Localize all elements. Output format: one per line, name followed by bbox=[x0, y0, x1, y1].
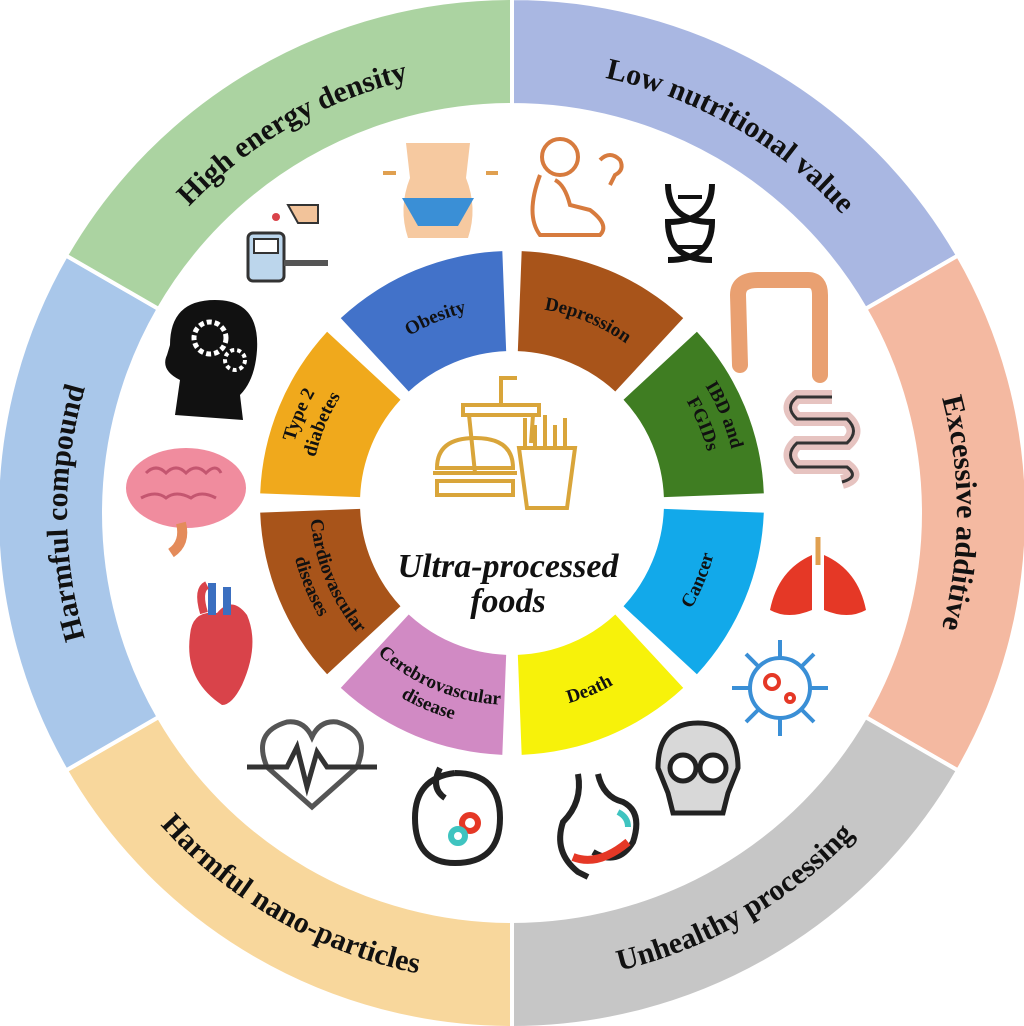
inner-segment-6 bbox=[260, 508, 401, 675]
inner-segment-5 bbox=[340, 614, 507, 755]
inner-segment-2 bbox=[623, 331, 764, 498]
inner-segment-4 bbox=[517, 614, 684, 755]
virus-icon bbox=[732, 640, 828, 736]
center-title-line1: Ultra-processed bbox=[398, 548, 620, 585]
dna-icon bbox=[664, 183, 716, 263]
center-title-line2: foods bbox=[470, 583, 546, 620]
heartbeat-icon bbox=[247, 719, 377, 811]
colon-icon bbox=[729, 272, 828, 383]
stomach-icon bbox=[557, 773, 640, 880]
outer-segment-4 bbox=[0, 252, 162, 774]
outer-segment-5 bbox=[63, 0, 514, 312]
kidney-icon bbox=[411, 766, 504, 867]
intestine-icon bbox=[783, 390, 861, 489]
depressed-person-icon bbox=[530, 137, 624, 237]
waist-icon bbox=[383, 143, 498, 238]
glucose-meter-icon bbox=[246, 204, 328, 283]
lungs-icon bbox=[770, 537, 866, 615]
heart-icon bbox=[189, 581, 253, 705]
outer-segment-2 bbox=[510, 714, 961, 1026]
center-hub: Ultra-processed foods bbox=[398, 376, 620, 620]
inner-segment-0 bbox=[340, 251, 507, 392]
inner-segment-3 bbox=[623, 508, 764, 675]
inner-segment-1 bbox=[517, 251, 684, 392]
icon-ring bbox=[126, 137, 866, 880]
fast-food-icon bbox=[433, 376, 578, 510]
head-gears-icon bbox=[165, 300, 258, 420]
inner-segment-7 bbox=[260, 331, 401, 498]
outer-segment-1 bbox=[862, 252, 1024, 774]
brain-icon bbox=[126, 448, 246, 558]
skull-icon bbox=[655, 720, 741, 816]
